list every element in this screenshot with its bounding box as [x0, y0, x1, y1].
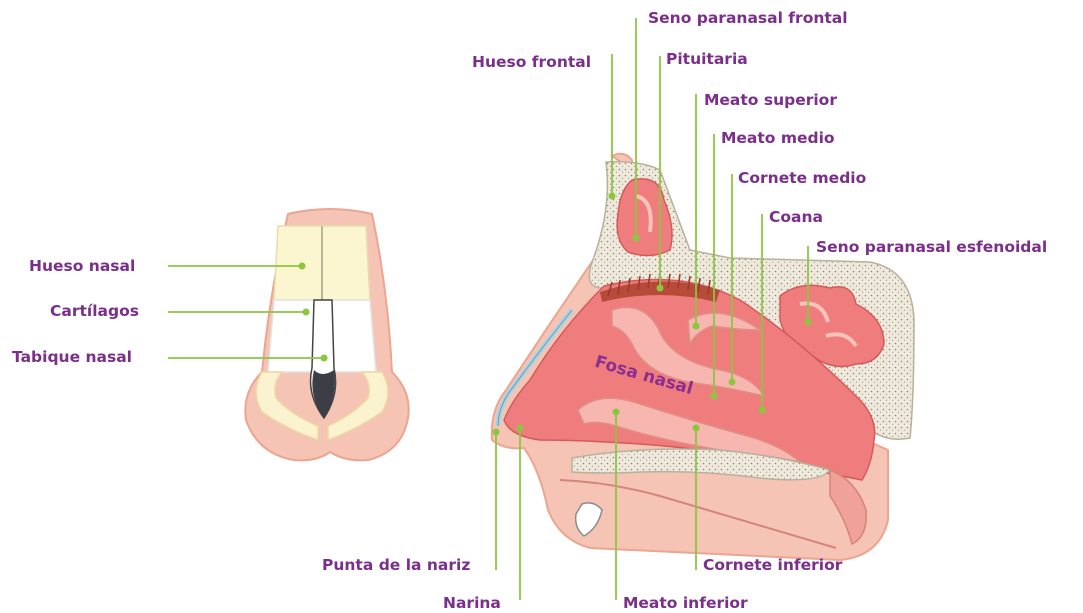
label-seno-paranasal-frontal: Seno paranasal frontal: [648, 9, 848, 27]
label-punta-de-la-nariz: Punta de la nariz: [322, 556, 470, 574]
label-hueso-frontal: Hueso frontal: [472, 53, 591, 71]
label-cornete-inferior: Cornete inferior: [703, 556, 842, 574]
label-seno-paranasal-esfenoidal: Seno paranasal esfenoidal: [816, 238, 1047, 256]
label-meato-medio: Meato medio: [721, 129, 835, 147]
label-meato-superior: Meato superior: [704, 91, 837, 109]
label-tabique-nasal: Tabique nasal: [12, 348, 132, 366]
sagittal-view-nose: [492, 154, 914, 560]
label-cartilagos: Cartílagos: [50, 302, 139, 320]
label-hueso-nasal: Hueso nasal: [29, 257, 135, 275]
label-narina: Narina: [443, 594, 501, 612]
label-cornete-medio: Cornete medio: [738, 169, 866, 187]
label-coana: Coana: [769, 208, 823, 226]
front-view-nose: [245, 209, 408, 460]
label-pituitaria: Pituitaria: [666, 50, 748, 68]
label-meato-inferior: Meato inferior: [623, 594, 748, 612]
